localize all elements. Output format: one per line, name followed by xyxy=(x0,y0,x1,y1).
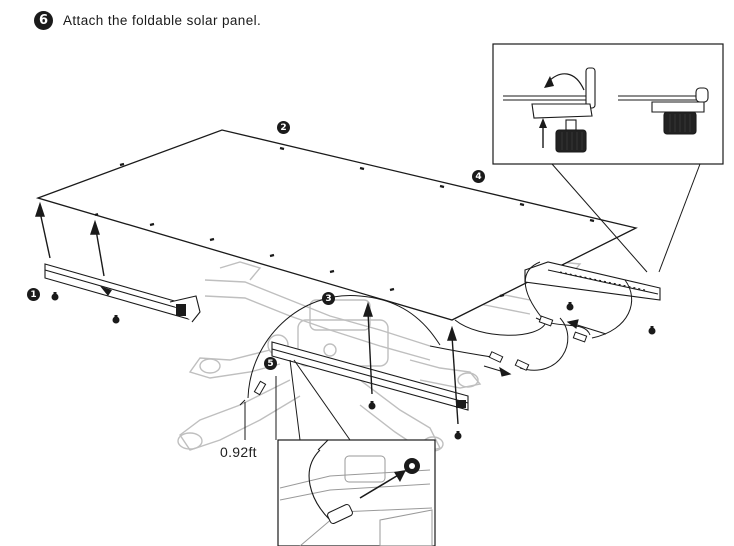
center-rail-screws xyxy=(369,401,462,440)
left-rail-screws xyxy=(52,286,120,324)
right-mounting-rail xyxy=(525,262,660,300)
cable-length-label: 0.92ft xyxy=(220,444,257,460)
right-rail-screws xyxy=(567,302,656,335)
callout-5: 5 xyxy=(264,357,277,370)
connect-arrows xyxy=(484,320,606,376)
callout-4: 4 xyxy=(472,170,485,183)
callout-3: 3 xyxy=(322,292,335,305)
callout-2: 2 xyxy=(277,121,290,134)
callout-1: 1 xyxy=(27,288,40,301)
left-mounting-rail xyxy=(45,264,200,322)
